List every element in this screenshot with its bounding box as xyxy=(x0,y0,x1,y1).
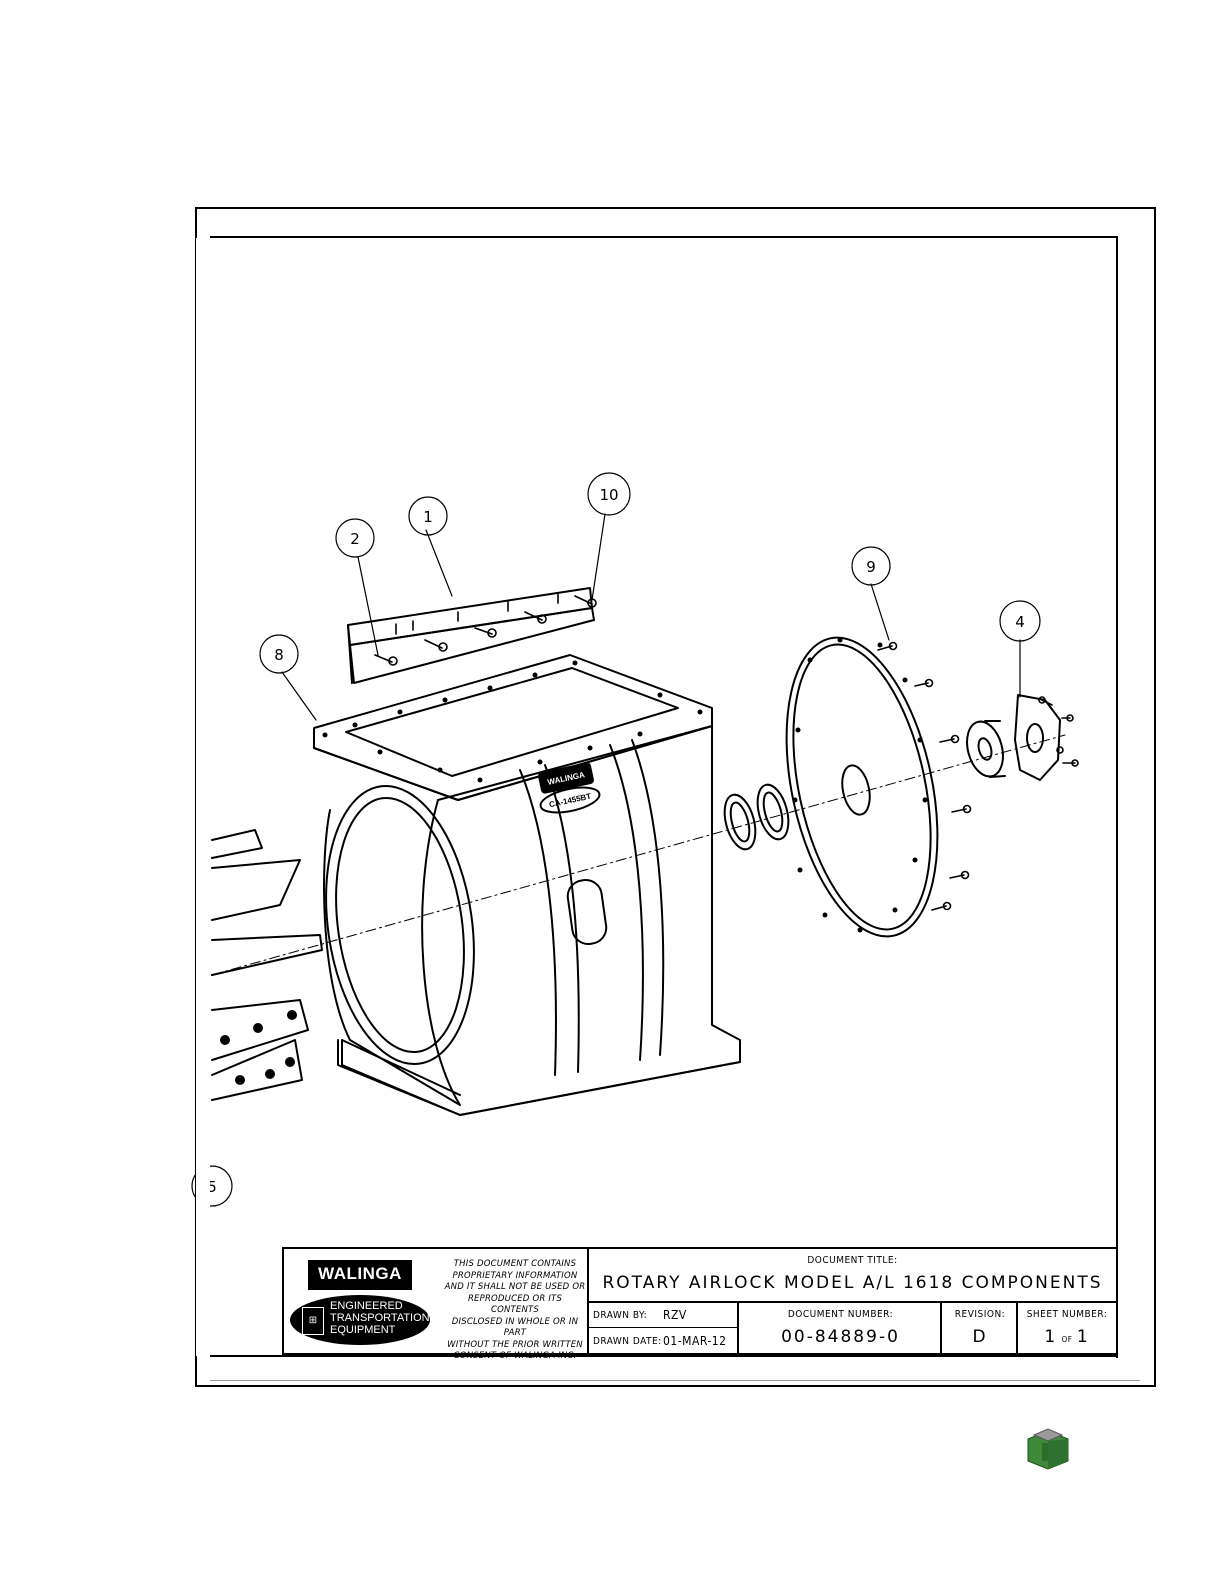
balloon-10: 10 xyxy=(599,486,618,504)
proprietary-notice: THIS DOCUMENT CONTAINS PROPRIETARY INFOR… xyxy=(444,1259,586,1363)
revision-cell: REVISION: D xyxy=(942,1303,1018,1353)
title-block-divider xyxy=(587,1249,589,1353)
bearing xyxy=(966,720,1006,778)
document-number-cell: DOCUMENT NUMBER: 00-84889-0 xyxy=(739,1303,942,1353)
center-axis xyxy=(211,734,1066,976)
airlock-thumbnail-icon xyxy=(1027,1428,1069,1470)
walinga-logo-box: WALINGA xyxy=(308,1260,412,1290)
tagline-line-3: EQUIPMENT xyxy=(330,1324,396,1336)
tagline-line-1: ENGINEERED xyxy=(330,1300,403,1312)
ete-emblem-icon: ⊞ xyxy=(302,1307,324,1335)
drawn-by-cell: DRAWN BY: RZV xyxy=(589,1303,739,1328)
document-title: ROTARY AIRLOCK MODEL A/L 1618 COMPONENTS xyxy=(602,1273,1103,1293)
inner-border-bottom xyxy=(210,1355,1118,1357)
sheet-number-value: 1 OF 1 xyxy=(1018,1327,1116,1347)
balloon-8: 8 xyxy=(274,646,284,664)
bearing-flange xyxy=(1014,694,1079,781)
walinga-logo-text: WALINGA xyxy=(318,1264,402,1283)
notice-line: WITHOUT THE PRIOR WRITTEN xyxy=(447,1339,583,1350)
footer-rule xyxy=(210,1380,1140,1381)
ete-oval: ⊞ ENGINEERED TRANSPORTATION EQUIPMENT xyxy=(290,1295,430,1345)
shaft-seals xyxy=(723,783,790,851)
logo-tagline: ENGINEERED TRANSPORTATION EQUIPMENT xyxy=(330,1300,430,1336)
balloon-4: 4 xyxy=(1015,613,1025,631)
end-cover-plate xyxy=(785,636,939,938)
drawn-date-value: 01-MAR-12 xyxy=(663,1334,727,1348)
sheet-of: OF xyxy=(1061,1335,1073,1344)
notice-line: DISCLOSED IN WHOLE OR IN PART xyxy=(451,1316,579,1339)
notice-line: REPRODUCED OR ITS CONTENTS xyxy=(467,1293,563,1316)
drawn-by-value: RZV xyxy=(663,1308,687,1322)
inner-border-top xyxy=(210,236,1118,238)
inner-border-right xyxy=(1116,236,1118,1358)
sheet-number-label: SHEET NUMBER: xyxy=(1026,1309,1108,1320)
drawn-date-cell: DRAWN DATE: 01-MAR-12 xyxy=(589,1328,739,1353)
title-block: WALINGA ⊞ ENGINEERED TRANSPORTATION EQUI… xyxy=(282,1247,1118,1361)
drawn-by-label: DRAWN BY: xyxy=(593,1310,648,1321)
document-number: 00-84889-0 xyxy=(781,1327,900,1347)
document-title-cell: DOCUMENT TITLE: ROTARY AIRLOCK MODEL A/L… xyxy=(589,1249,1116,1303)
notice-line: THIS DOCUMENT CONTAINS xyxy=(453,1259,577,1269)
notice-line: CONSENT OF WALINGA INC. xyxy=(453,1351,577,1361)
revision-value: D xyxy=(972,1327,988,1347)
balloon-5: 5 xyxy=(207,1178,217,1196)
balloon-leaders xyxy=(281,513,1021,721)
sheet-total: 1 xyxy=(1076,1327,1090,1347)
balloon-1: 1 xyxy=(423,508,433,526)
cover-bolts xyxy=(877,641,972,911)
tagline-line-2: TRANSPORTATION xyxy=(330,1312,430,1324)
housing xyxy=(313,654,741,1116)
end-plate-assembly xyxy=(347,587,597,684)
balloon-9: 9 xyxy=(866,558,876,576)
balloon-circles xyxy=(191,472,1041,1207)
sheet-current: 1 xyxy=(1044,1327,1058,1347)
balloon-2: 2 xyxy=(350,530,360,548)
document-title-label: DOCUMENT TITLE: xyxy=(807,1255,898,1266)
drawn-date-label: DRAWN DATE: xyxy=(593,1336,662,1347)
notice-line: AND IT SHALL NOT BE USED OR xyxy=(444,1282,586,1292)
revision-label: REVISION: xyxy=(954,1309,1006,1320)
rotor xyxy=(211,829,323,1101)
company-logo: WALINGA ⊞ ENGINEERED TRANSPORTATION EQUI… xyxy=(284,1249,444,1353)
sheet-number-cell: SHEET NUMBER: 1 OF 1 xyxy=(1018,1303,1116,1353)
notice-line: PROPRIETARY INFORMATION xyxy=(452,1270,578,1281)
document-number-label: DOCUMENT NUMBER: xyxy=(787,1309,894,1320)
